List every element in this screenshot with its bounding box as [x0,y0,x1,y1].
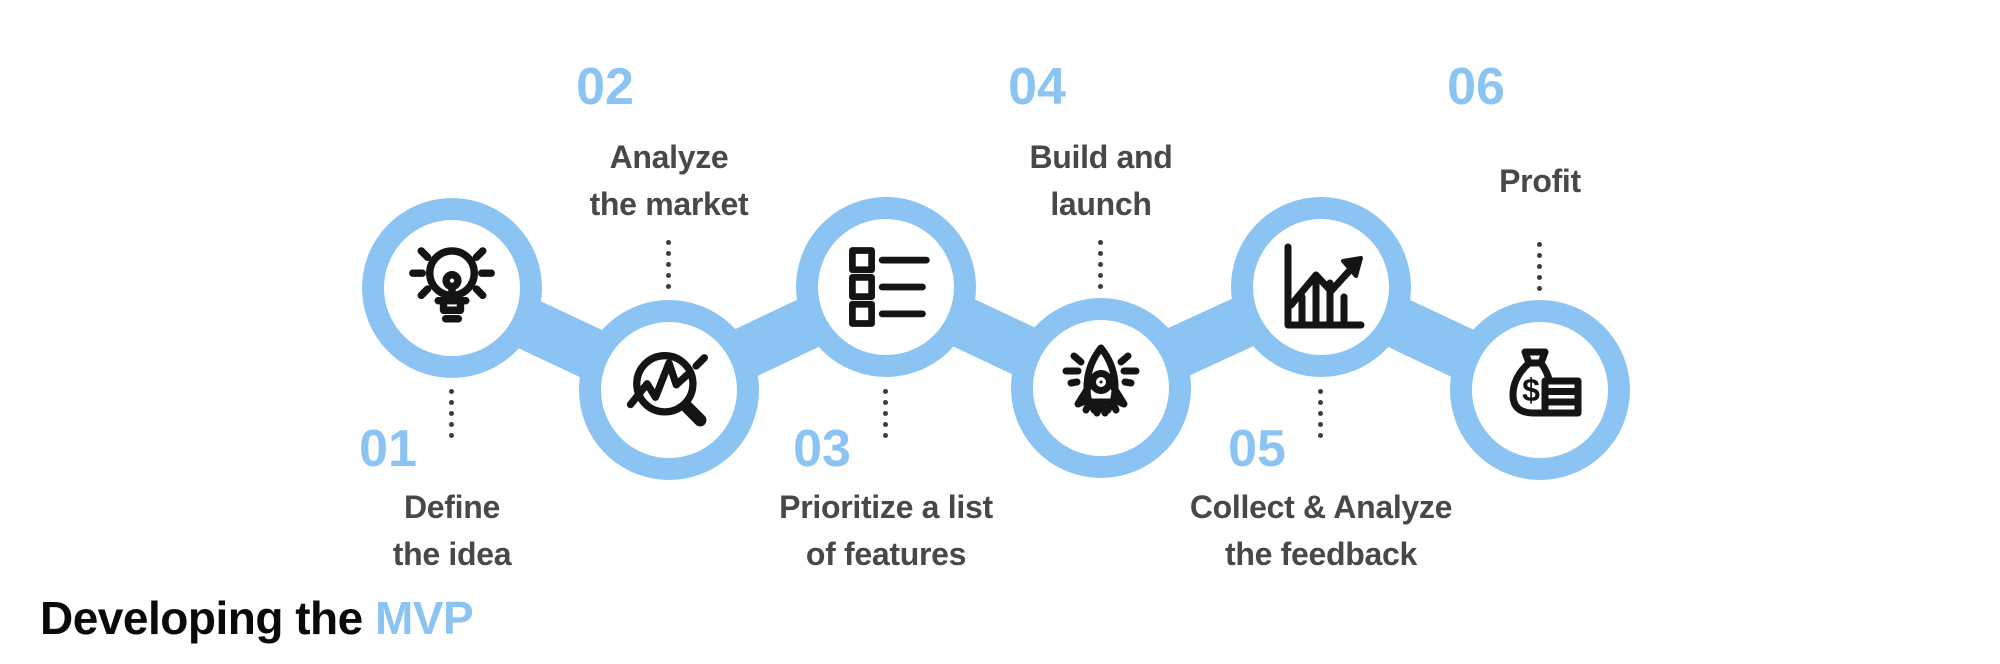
step-6-circle: $ [1450,300,1630,480]
step-2-number: 02 [576,58,634,116]
money-bag-icon: $ [1509,348,1582,417]
step-5-number: 05 [1228,420,1286,478]
step-6-label: Profit [1499,163,1581,199]
title-prefix: Developing the [40,592,375,644]
dotted-connector-5 [1318,389,1323,438]
lightbulb-icon [409,247,495,323]
rocket-icon [1062,344,1140,417]
dotted-connector-6 [1537,242,1542,291]
step-6-number: 06 [1447,58,1505,116]
checklist-icon [849,247,930,327]
diagram-title: Developing the MVP [40,591,474,646]
market-analysis-icon [626,352,708,427]
svg-text:$: $ [1522,372,1540,408]
step-2-circle [579,300,759,480]
step-4-number: 04 [1008,58,1066,116]
step-5-circle [1231,197,1411,377]
step-1-number: 01 [359,420,417,478]
title-highlight: MVP [374,592,474,644]
step-4-circle [1011,298,1191,478]
growth-chart-icon [1284,243,1365,329]
step-3-number: 03 [793,420,851,478]
dotted-connector-3 [883,389,888,438]
dotted-connector-2 [666,240,671,289]
dotted-connector-1 [449,389,454,438]
dotted-connector-4 [1098,240,1103,289]
